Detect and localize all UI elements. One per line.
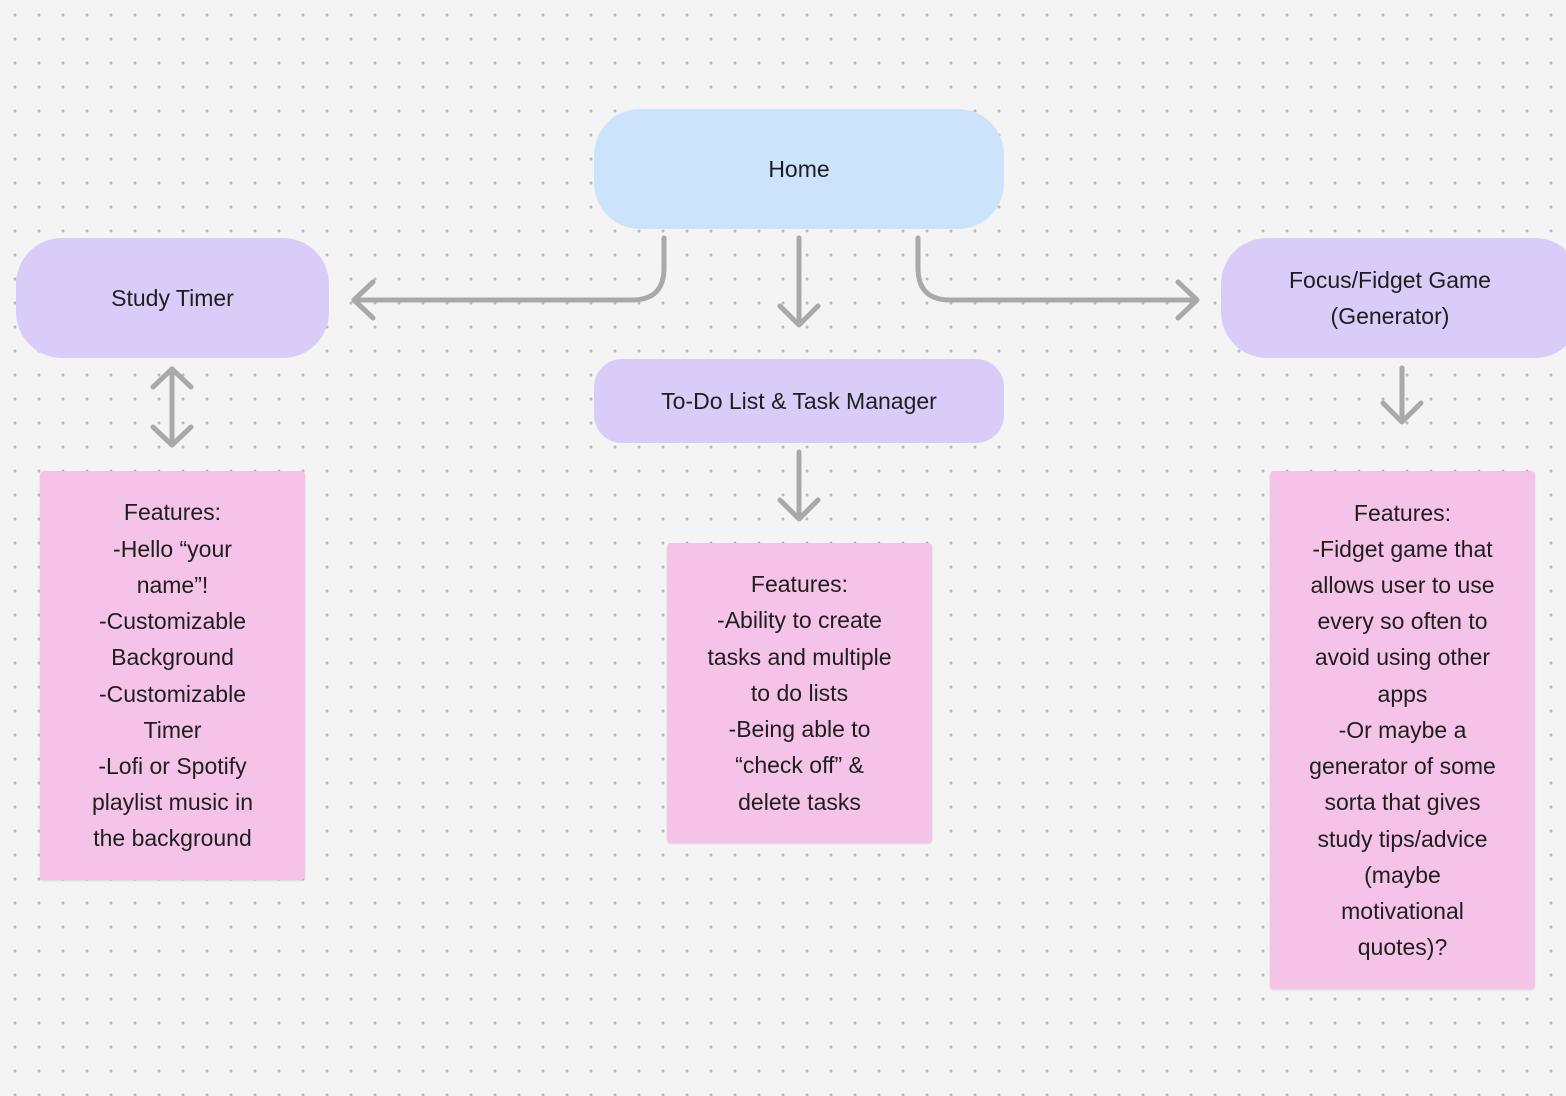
- connector-todo-to-features: [777, 449, 821, 522]
- focus-game-features-note[interactable]: Features: -Fidget game that allows user …: [1270, 471, 1535, 989]
- arrowhead-down: [150, 424, 194, 448]
- connector-home-to-focus-game: [915, 235, 1200, 321]
- arrowhead-up: [150, 366, 194, 390]
- arrowhead-down: [777, 303, 821, 328]
- todo-features-note[interactable]: Features: -Ability to create tasks and m…: [667, 543, 932, 843]
- study-timer-node[interactable]: Study Timer: [16, 238, 329, 358]
- home-node[interactable]: Home: [594, 109, 1004, 229]
- connector-home-to-study-timer: [351, 235, 667, 321]
- home-node-label: Home: [768, 156, 830, 182]
- arrowhead-left: [351, 279, 376, 321]
- connector-home-to-todo: [777, 235, 821, 328]
- todo-list-node[interactable]: To-Do List & Task Manager: [594, 359, 1004, 443]
- focus-game-node[interactable]: Focus/Fidget Game (Generator): [1221, 238, 1566, 358]
- study-timer-features-note[interactable]: Features: -Hello “your name”! -Customiza…: [40, 471, 305, 880]
- study-timer-features-text: Features: -Hello “your name”! -Customiza…: [91, 499, 254, 852]
- connector-study-timer-to-features: [150, 366, 194, 448]
- todo-list-node-label: To-Do List & Task Manager: [661, 388, 937, 414]
- arrowhead-down: [1380, 400, 1424, 425]
- connector-line: [351, 235, 667, 303]
- focus-game-node-label: Focus/Fidget Game (Generator): [1289, 267, 1491, 329]
- arrowhead-down: [777, 497, 821, 522]
- connector-line: [915, 235, 1199, 303]
- arrowhead-right: [1175, 279, 1200, 321]
- focus-game-features-text: Features: -Fidget game that allows user …: [1309, 499, 1496, 961]
- study-timer-node-label: Study Timer: [111, 285, 234, 311]
- todo-features-text: Features: -Ability to create tasks and m…: [707, 571, 892, 815]
- connector-focus-game-to-features: [1380, 365, 1424, 425]
